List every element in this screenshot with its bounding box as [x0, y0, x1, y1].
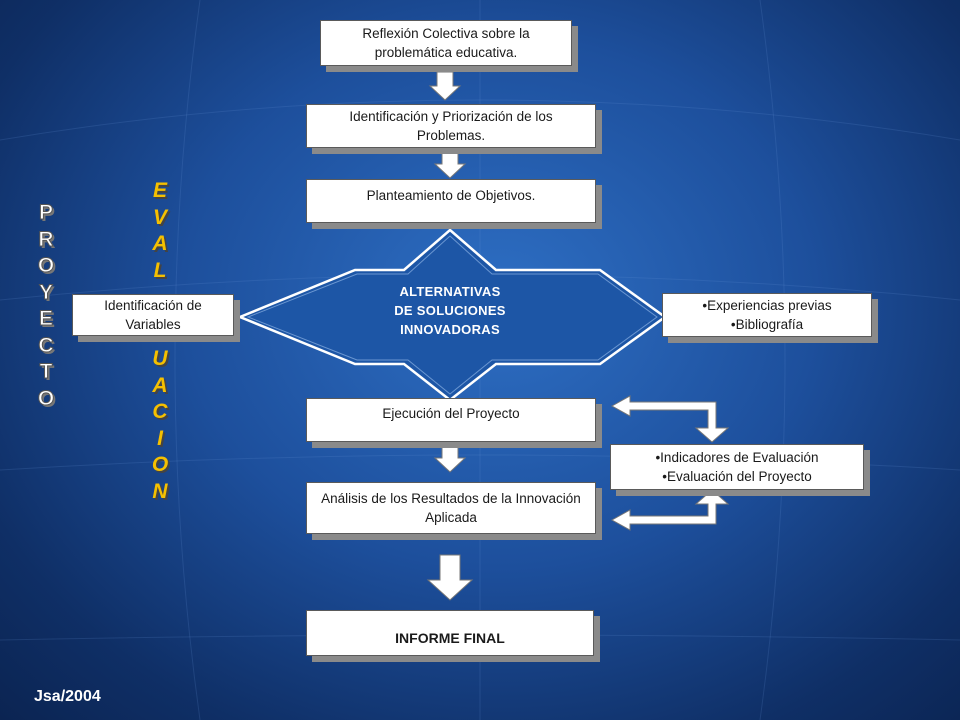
indicadores-item-2: •Evaluación del Proyecto [662, 469, 812, 484]
alternativas-line-2: DE SOLUCIONES [394, 303, 506, 318]
experiencias-box: •Experiencias previas •Bibliografía [662, 293, 872, 337]
arrow-down-2 [434, 149, 466, 179]
evaluacion-letter: N [152, 479, 168, 503]
indicadores-box: •Indicadores de Evaluación •Evaluación d… [610, 444, 864, 490]
footer-credit: Jsa/2004 [34, 688, 101, 705]
evaluacion-letter: A [152, 232, 168, 255]
indicadores-item-1: •Indicadores de Evaluación [655, 450, 819, 465]
evaluacion-letter: I [157, 426, 163, 450]
proyecto-letter: R [38, 227, 54, 251]
ejecucion-box: Ejecución del Proyecto [306, 398, 596, 442]
informe-final-box: INFORME FINAL [306, 610, 594, 656]
proyecto-letter: Y [38, 280, 53, 304]
loop-arrow-top [610, 395, 730, 443]
evaluacion-vertical-label-bottom: U A C I O N [148, 346, 172, 505]
proyecto-vertical-label: P R O Y E C T O [34, 200, 58, 412]
evaluacion-letter: L [153, 258, 167, 282]
identificacion-box: Identificación y Priorización de los Pro… [306, 104, 596, 148]
proyecto-letter: P [38, 201, 53, 225]
experiencias-item-2: •Bibliografía [730, 317, 804, 332]
evaluacion-letter: U [152, 347, 168, 370]
proyecto-letter: O [37, 254, 55, 278]
alternativas-label: ALTERNATIVAS DE SOLUCIONES INNOVADORAS [350, 282, 550, 339]
arrow-down-1 [429, 71, 461, 101]
reflexion-box: Reflexión Colectiva sobre la problemátic… [320, 20, 572, 66]
alternativas-line-1: ALTERNATIVAS [399, 284, 501, 299]
loop-arrow-bottom [610, 489, 730, 531]
experiencias-item-1: •Experiencias previas [702, 298, 832, 313]
evaluacion-letter: O [151, 453, 169, 476]
evaluacion-letter: A [152, 373, 168, 397]
planteamiento-box: Planteamiento de Objetivos. [306, 179, 596, 223]
proyecto-letter: C [38, 333, 54, 357]
alternativas-line-3: INNOVADORAS [400, 322, 500, 337]
proyecto-letter: E [38, 307, 53, 331]
variables-box: Identificación de Variables [72, 294, 234, 336]
arrow-down-3 [434, 443, 466, 473]
evaluacion-letter: V [152, 205, 167, 229]
proyecto-letter: T [39, 360, 53, 384]
evaluacion-letter: E [152, 179, 167, 202]
proyecto-letter: O [37, 386, 55, 410]
evaluacion-letter: C [152, 400, 168, 423]
evaluacion-vertical-label-top: E V A L [148, 178, 172, 284]
arrow-down-4 [426, 554, 474, 601]
analisis-box: Análisis de los Resultados de la Innovac… [306, 482, 596, 534]
